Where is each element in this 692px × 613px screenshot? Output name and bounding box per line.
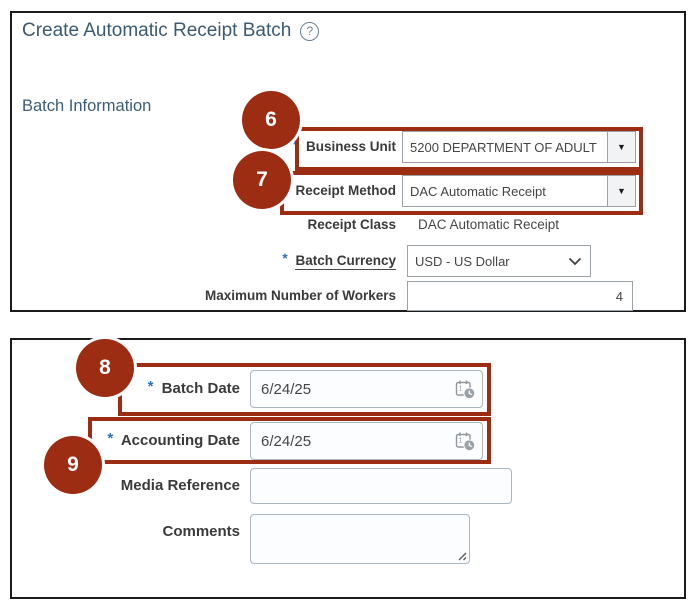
business-unit-dropdown-button[interactable]: ▼ (607, 131, 636, 163)
callout-7: 7 (233, 151, 291, 209)
dropdown-arrow-icon: ▼ (617, 186, 626, 196)
callout-9: 9 (44, 436, 102, 494)
callout-8: 8 (76, 339, 134, 397)
required-asterisk: * (107, 430, 114, 447)
svg-text:1: 1 (459, 438, 463, 445)
media-reference-label: Media Reference (120, 477, 240, 494)
receipt-method-label: * Receipt Method (12, 175, 396, 207)
svg-text:1: 1 (459, 386, 463, 393)
section-heading: Batch Information (22, 97, 152, 115)
max-workers-input[interactable] (407, 281, 633, 311)
receipt-class-value: DAC Automatic Receipt (418, 217, 560, 232)
page-title: Create Automatic Receipt Batch ? (22, 20, 320, 42)
receipt-class-label: Receipt Class (307, 217, 396, 232)
media-reference-input[interactable] (250, 468, 512, 504)
accounting-date-field: 1 (250, 422, 483, 460)
help-icon[interactable]: ? (300, 21, 320, 41)
comments-textarea[interactable] (250, 514, 470, 564)
chevron-down-icon (568, 257, 582, 266)
batch-date-label: * Batch Date (147, 378, 240, 397)
batch-currency-label: * Batch Currency (282, 251, 396, 270)
business-unit-input[interactable] (402, 131, 608, 163)
receipt-method-input[interactable] (402, 175, 608, 207)
batch-date-field: 1 (250, 370, 483, 408)
max-workers-label: Maximum Number of Workers (204, 288, 396, 303)
calendar-clock-icon[interactable]: 1 (454, 430, 476, 452)
textarea-resize-handle[interactable] (456, 550, 468, 562)
accounting-date-label: * Accounting Date (107, 430, 240, 449)
batch-date-input[interactable] (250, 370, 483, 408)
callout-6: 6 (242, 91, 300, 149)
dropdown-arrow-icon: ▼ (617, 142, 626, 152)
business-unit-label: * Business Unit (292, 137, 396, 154)
batch-currency-select[interactable]: USD - US Dollar (407, 245, 591, 277)
calendar-clock-icon[interactable]: 1 (454, 378, 476, 400)
required-asterisk: * (147, 378, 154, 395)
page-title-text: Create Automatic Receipt Batch (22, 20, 292, 41)
batch-information-panel: Create Automatic Receipt Batch ? Batch I… (10, 11, 686, 312)
accounting-date-input[interactable] (250, 422, 483, 460)
required-asterisk: * (292, 137, 299, 152)
comments-label: Comments (162, 523, 240, 540)
receipt-method-dropdown-button[interactable]: ▼ (607, 175, 636, 207)
required-asterisk: * (282, 251, 288, 266)
